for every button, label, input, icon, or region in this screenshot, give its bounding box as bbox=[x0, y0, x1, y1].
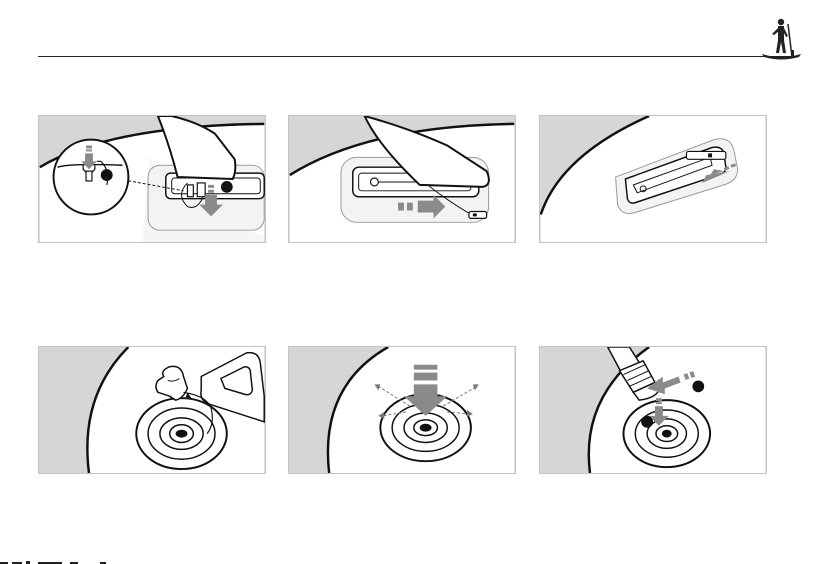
fin-box-pin-icon bbox=[540, 116, 766, 242]
step-panel-fin-release bbox=[38, 115, 266, 243]
footer-scan-mark bbox=[0, 556, 110, 564]
fin-slide-arrow-icon bbox=[289, 116, 515, 242]
step-panel-valve-press bbox=[288, 346, 516, 474]
valve-press-icon bbox=[289, 347, 515, 473]
paddleboarder-icon bbox=[757, 14, 805, 62]
pump-hose-icon bbox=[540, 347, 766, 473]
step-panel-pump-hose bbox=[539, 346, 767, 474]
step-panel-valve-cap bbox=[38, 346, 266, 474]
step-panel-fin-box bbox=[539, 115, 767, 243]
header-rule bbox=[38, 56, 794, 57]
valve-cap-icon bbox=[39, 347, 265, 473]
fin-box-clip-icon bbox=[39, 116, 265, 242]
step-panel-fin-slide bbox=[288, 115, 516, 243]
